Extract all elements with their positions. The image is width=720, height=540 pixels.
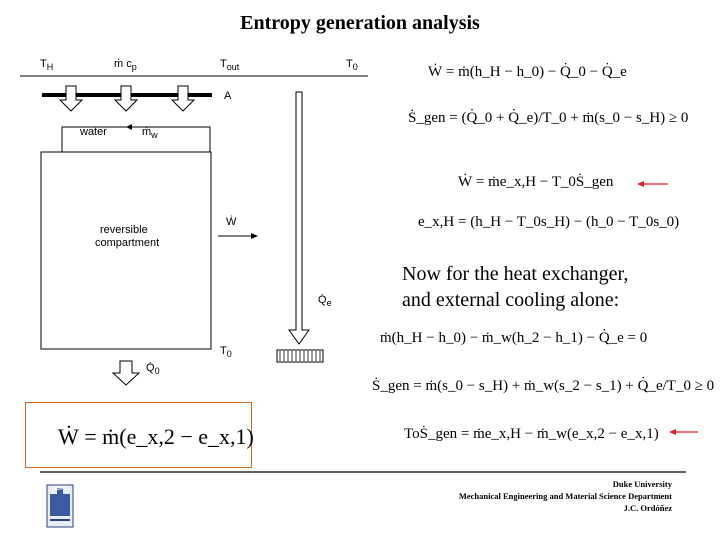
label-compartment-2: compartment [95, 237, 160, 249]
label-a: A [224, 90, 232, 102]
footer-author: J.C. Ordóñez [623, 503, 672, 513]
q0-arrow [111, 360, 141, 386]
label-qe: Q̇e [318, 294, 332, 309]
label-mw: ṁw [142, 126, 158, 141]
footer: Duke University Mechanical Engineering a… [459, 478, 672, 514]
logo-text: DUKE [51, 486, 69, 492]
slide-title: Entropy generation analysis [240, 12, 480, 34]
label-mcp: ṁ cp [114, 58, 137, 73]
equation-to-sgen: ToṠ_gen = ṁe_x,H − ṁ_w(e_x,2 − e_x,1) [404, 426, 659, 442]
result-box [25, 402, 252, 468]
label-compartment-1: reversible [100, 224, 148, 236]
label-w: Ẇ [226, 216, 237, 228]
exhaust-arrow [288, 91, 310, 345]
equation-work: Ẇ = ṁ(h_H − h_0) − Q̇_0 − Q̇_e [428, 64, 627, 80]
footer-university: Duke University [612, 479, 672, 489]
compartment-box [40, 151, 212, 350]
footer-department: Mechanical Engineering and Material Scie… [458, 491, 672, 501]
duke-chapel-logo [46, 484, 74, 528]
equation-entropy-gen: Ṡ_gen = (Q̇_0 + Q̇_e)/T_0 + ṁ(s_0 − s_H)… [408, 110, 689, 126]
label-water: water [80, 126, 107, 138]
water-flow-arrow [126, 124, 132, 130]
equation-exergy-h: e_x,H = (h_H − T_0s_H) − (h_0 − T_0s_0) [418, 214, 680, 230]
label-t0-top: T0 [346, 58, 358, 73]
label-th: TH [40, 58, 54, 73]
heat-flow-arrows [58, 85, 196, 112]
equation-entropy-balance: Ṡ_gen = ṁ(s_0 − s_H) + ṁ_w(s_2 − s_1) + … [372, 378, 715, 394]
equation-boxed-result: Ẇ = ṁ(e_x,2 − e_x,1) [58, 424, 254, 449]
label-q0: Q̇0 [146, 362, 160, 377]
equation-energy-balance: ṁ(h_H − h_0) − ṁ_w(h_2 − h_1) − Q̇_e = 0 [380, 330, 648, 346]
text-now-2: and external cooling alone: [402, 289, 620, 311]
label-tout: Tout [220, 58, 240, 73]
label-t0-bottom: T0 [220, 345, 232, 360]
equation-work-exergy: Ẇ = ṁe_x,H − T_0Ṡ_gen [458, 174, 614, 190]
text-now-1: Now for the heat exchanger, [402, 263, 629, 285]
